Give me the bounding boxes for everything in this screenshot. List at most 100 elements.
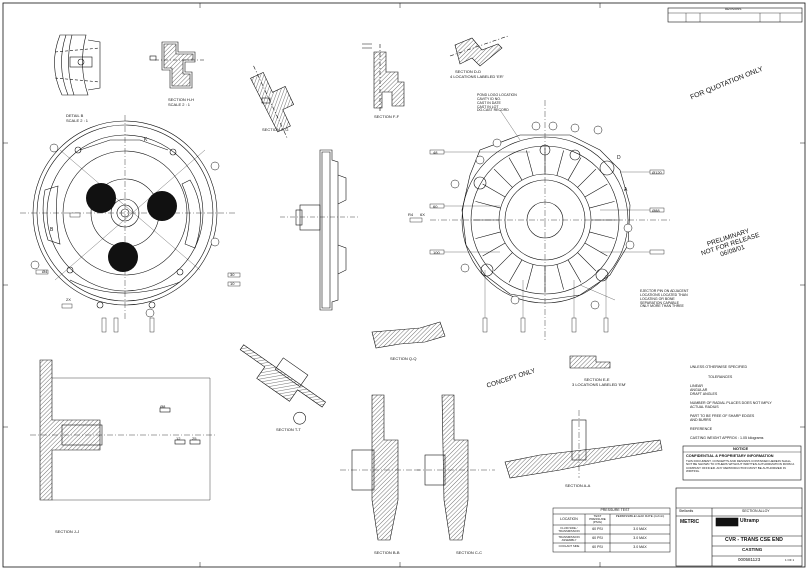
table-row-1-location: TRANSMISSION ASSEMBLY [558, 535, 580, 542]
dim-tag: Ø88 [652, 208, 660, 213]
dim-tag: 10 [230, 281, 235, 286]
section-a-view [504, 410, 663, 479]
section-e-label: SECTION E-E [584, 377, 610, 382]
ejector-note-line: LOCATIONS LOCATED THAN [640, 292, 688, 297]
revision-header: REVISIONS [725, 7, 742, 11]
leader-lines-right [444, 109, 650, 318]
radial-rib [567, 157, 582, 181]
title-sheet: 1 OF 1 [785, 558, 795, 562]
ejector-note: EJECTOR PIN ON ADJACENT LOCATIONS LOCATE… [640, 289, 689, 309]
table-header-location: LOCATION [560, 517, 578, 521]
title-block [675, 487, 803, 567]
datum-b: B [50, 227, 54, 233]
dim-tag: 2X [66, 297, 71, 302]
section-e-view [569, 355, 611, 369]
pond-logo-line: CAVITY ID NO. [477, 96, 501, 101]
pond-logo-note: POND LOGO LOCATION CAVITY ID NO. CAST IN… [477, 93, 517, 113]
note-part-free: PART TO BE FREE OF SHARP EDGES [690, 413, 755, 418]
section-d-label: SECTION D-D [455, 69, 481, 74]
pressure-table [552, 507, 671, 553]
table-row-2-location: COOLANT SIDE [558, 544, 580, 548]
ejector-note-line: EJECTOR PIN ON ADJACENT [640, 289, 689, 293]
table-row-1-leak: 3.0 MAX [633, 536, 647, 540]
dim-tag: Ø4 [42, 269, 48, 274]
note-reference: REFERENCE [690, 426, 713, 431]
title-line1: CVR - TRANS CSE END [725, 537, 783, 543]
section-e-note: 3 LOCATIONS LABELED 'EM' [572, 382, 626, 387]
radial-rib [475, 231, 501, 239]
general-notes: UNLESS OTHERWISE SPECIFIED TOLERANCES LI… [690, 365, 772, 440]
dim-tag: 60 [433, 204, 438, 209]
note-max-radius: NUMBER OF RADIAL PLACES DOES NOT IMPLY [690, 400, 772, 405]
pond-logo-line: CAST IN DATE [477, 100, 501, 105]
radial-rib [475, 201, 501, 209]
title-line2: CASTING [742, 547, 763, 552]
table-title: PRESSURE TEST [600, 508, 630, 512]
title-material: SECTION ALLOY [742, 509, 770, 513]
title-metric: METRIC [680, 519, 700, 525]
table-row-1-pressure: 60 PSI [592, 536, 603, 540]
redaction-blob-3 [108, 242, 138, 272]
radial-rib [526, 150, 534, 176]
revision-block [667, 7, 803, 23]
back-view-right [430, 100, 670, 340]
balloons-right [450, 121, 635, 310]
radial-rib [556, 150, 564, 176]
note-part-free2: AND BURRS [690, 417, 712, 422]
radial-rib [508, 259, 523, 283]
radial-rib [556, 264, 564, 290]
table-row-0-leak: 3.0 MAX [633, 527, 647, 531]
section-q-label: SECTION Q-Q [390, 356, 417, 361]
title-drawing-no: 000581123 [738, 557, 761, 562]
radial-rib [567, 259, 582, 283]
section-j-label: SECTION J-J [55, 529, 80, 534]
black-blobs [86, 183, 177, 272]
table-header-pressure: TEST PRESSURE (PSIG) [589, 514, 606, 524]
notice-title: CONFIDENTIAL & PROPRIETARY INFORMATION [686, 454, 774, 458]
note-draft: DRAFT ANGLES [690, 391, 718, 396]
datum-d: D [617, 155, 621, 161]
dim-tag: 6X [420, 212, 425, 217]
dim-tag: 12 [176, 436, 181, 441]
datum-k: K [144, 137, 148, 143]
section-h-scale: SCALE 2 : 1 [168, 102, 191, 107]
balloons-left [30, 143, 220, 318]
section-j-view [30, 359, 215, 501]
notice-box [682, 445, 802, 481]
detail-b-label: DETAIL B [66, 113, 84, 118]
radial-rib [482, 242, 506, 257]
note-casting-weight: CASTING WEIGHT APPROX : 1.05 kilograms [690, 435, 764, 440]
note-tolerances: TOLERANCES [708, 374, 733, 379]
section-t-view [239, 344, 326, 425]
section-f-label: SECTION F-F [374, 114, 400, 119]
dim-tag: R4 [408, 212, 414, 217]
table-row-2-leak: 3.0 MAX [633, 545, 647, 549]
section-g-label: SECTION G-G [262, 127, 289, 132]
dim-tag: Ø120 [652, 170, 662, 175]
dim-tag: 48 [433, 150, 438, 155]
radial-rib [493, 252, 513, 272]
note-linear: LINEAR [690, 383, 703, 388]
redaction-blob-2 [147, 191, 177, 221]
section-f-view [362, 43, 405, 112]
dim-tag: 25 [192, 436, 197, 441]
note-max-radius2: ACTUAL RADIUS [690, 404, 719, 409]
radial-rib [577, 168, 597, 188]
radial-rib [577, 252, 597, 272]
ejector-note-line: SEPARATION CAPABLE [640, 300, 679, 305]
dim-tag: 30 [230, 272, 235, 277]
radial-rib [584, 183, 608, 198]
note-angular: ANGULAR [690, 387, 708, 392]
section-a-label: SECTION A-A [565, 483, 591, 488]
radial-rib [584, 242, 608, 257]
section-c-view [415, 394, 495, 541]
radial-rib [482, 183, 506, 198]
section-b-label: SECTION B-B [374, 550, 400, 555]
pond-logo-line: POND LOGO LOCATION [477, 93, 517, 97]
redaction-blob-1 [86, 183, 116, 213]
radial-rib [589, 231, 615, 239]
table-header-leak: PERMISSIBLE LEAK RATE (cc/min) [615, 514, 665, 518]
dim-tag: Ø8 [160, 404, 166, 409]
pond-logo-line: DO-CAST RECORD [477, 108, 509, 113]
section-t-label: SECTION T-T [276, 427, 301, 432]
